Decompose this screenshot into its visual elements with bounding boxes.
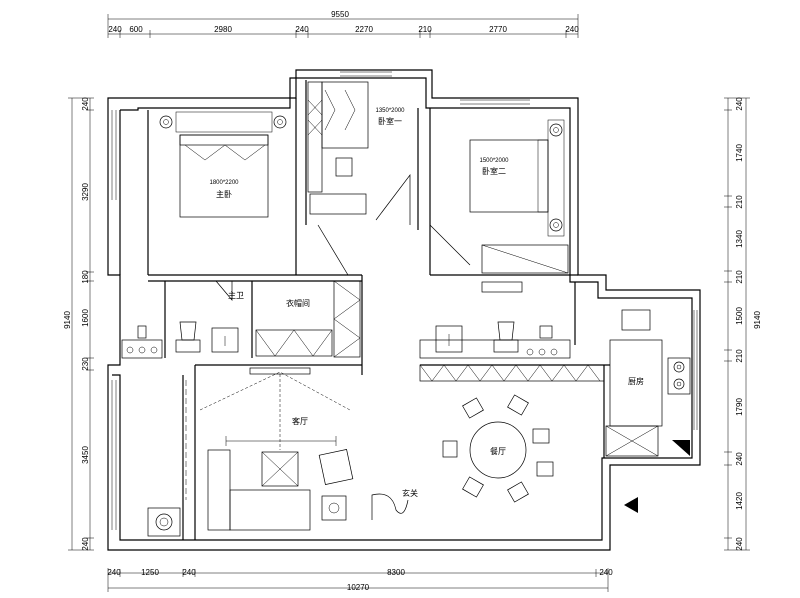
left-seg-7: 240	[81, 537, 90, 551]
left-seg-3: 180	[81, 270, 90, 284]
window-marks	[111, 71, 698, 530]
right-seg-2: 1740	[735, 144, 744, 162]
left-dimension-lines: 9140 240 3290 180 1600 230 3450 240	[63, 97, 94, 551]
right-seg-6: 1500	[735, 307, 744, 325]
bottom-seg-5: 240	[599, 568, 613, 577]
master-bath: 主卫	[121, 290, 244, 359]
top-seg-1: 240	[108, 25, 122, 34]
bedroom-one-label: 卧室一	[378, 116, 402, 126]
dining-room-label: 餐厅	[490, 447, 506, 456]
right-seg-1: 240	[735, 97, 744, 111]
second-bathroom	[419, 281, 571, 359]
right-dimension-lines: 9140 240 1740 210 1340 210 1500 210 1790…	[724, 97, 762, 551]
bedroom-two-label: 卧室二	[482, 166, 506, 176]
living-room: 客厅	[147, 367, 354, 537]
right-seg-11: 240	[735, 537, 744, 551]
left-seg-4: 1600	[81, 309, 90, 327]
right-seg-7: 210	[735, 349, 744, 363]
entrance-label: 玄关	[402, 488, 418, 498]
master-bed-size: 1800*2200	[209, 180, 239, 186]
interior-walls	[147, 80, 610, 540]
top-seg-2: 600	[129, 25, 143, 34]
top-dimension-lines: 9550 240 600 2980 240 2270 210 2770 240	[107, 10, 579, 38]
kitchen-label: 厨房	[628, 376, 644, 386]
top-total-dimension: 9550	[331, 10, 349, 19]
left-seg-6: 3450	[81, 446, 90, 464]
right-seg-9: 240	[735, 452, 744, 466]
right-seg-5: 210	[735, 270, 744, 284]
exterior-walls	[107, 69, 701, 551]
right-seg-4: 1340	[735, 230, 744, 248]
master-bedroom: 1800*2200 主卧	[159, 111, 287, 218]
right-seg-10: 1420	[735, 492, 744, 510]
bedroom-two-bed-size: 1500*2000	[479, 158, 509, 164]
cloakroom-label: 衣帽间	[286, 298, 310, 308]
bedroom-one-bed-size: 1350*2000	[375, 108, 405, 114]
bottom-dimension-lines: 240 1250 240 8300 240 10270	[107, 568, 613, 592]
top-seg-3: 2980	[214, 25, 232, 34]
right-seg-8: 1790	[735, 398, 744, 416]
living-room-label: 客厅	[292, 416, 308, 426]
doors	[215, 173, 471, 520]
bottom-seg-4: 8300	[387, 568, 405, 577]
bottom-total-dimension: 10270	[347, 583, 370, 592]
cabinet-strip	[419, 364, 605, 382]
top-seg-5: 2270	[355, 25, 373, 34]
dining-room: 餐厅 玄关	[402, 394, 554, 503]
cloakroom: 衣帽间	[255, 280, 361, 358]
top-seg-6: 210	[418, 25, 432, 34]
bedroom-one: 1350*2000 卧室一	[307, 81, 405, 215]
right-seg-3: 210	[735, 195, 744, 209]
left-total-dimension: 9140	[63, 311, 72, 329]
bedroom-two: 1500*2000 卧室二	[469, 119, 569, 274]
master-bedroom-label: 主卧	[216, 189, 232, 199]
left-seg-1: 240	[81, 97, 90, 111]
master-bath-label: 主卫	[228, 290, 244, 300]
bottom-seg-3: 240	[182, 568, 196, 577]
top-seg-4: 240	[295, 25, 309, 34]
top-seg-8: 240	[565, 25, 579, 34]
kitchen: 厨房	[605, 309, 691, 513]
bottom-seg-2: 1250	[141, 568, 159, 577]
bottom-seg-1: 240	[107, 568, 121, 577]
left-seg-5: 230	[81, 357, 90, 371]
top-seg-7: 2770	[489, 25, 507, 34]
left-seg-2: 3290	[81, 183, 90, 201]
right-total-dimension: 9140	[753, 311, 762, 329]
